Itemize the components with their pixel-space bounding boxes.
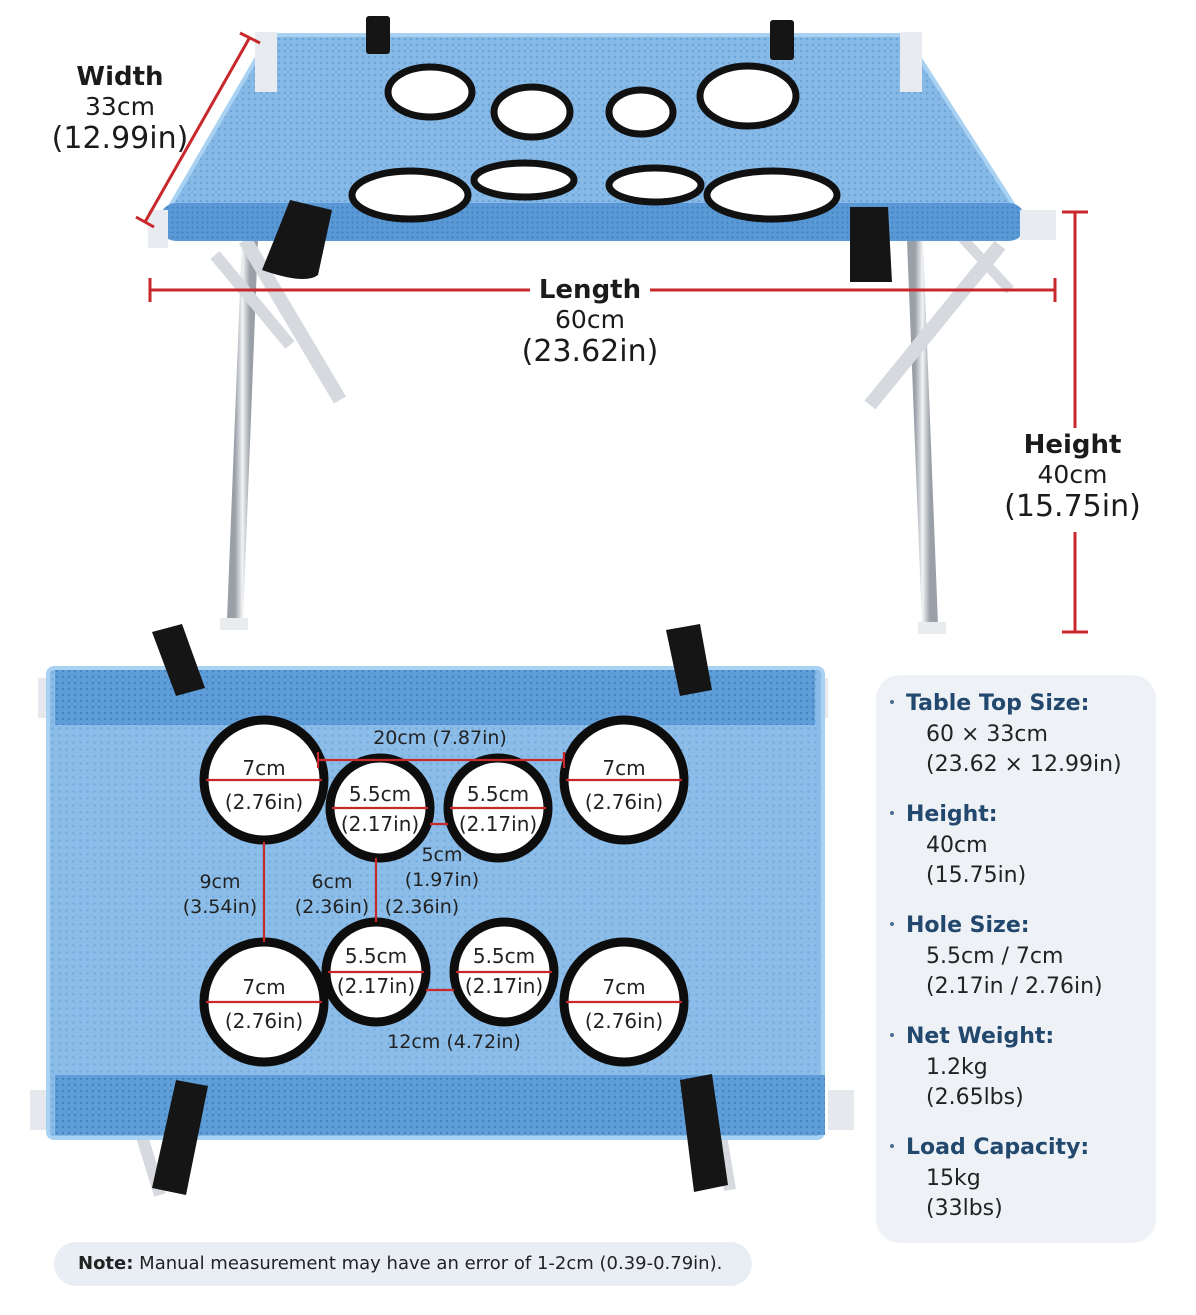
width-label: Width: [76, 62, 164, 92]
vertical-large-label: 9cm (3.54in): [182, 871, 258, 918]
height-in: (15.75in): [1004, 489, 1141, 524]
width-in: (12.99in): [51, 121, 189, 156]
note-label: Note:: [78, 1253, 134, 1274]
note-text: Manual measurement may have an error of …: [133, 1253, 723, 1274]
height-label: Height: [1023, 430, 1122, 460]
measurement-note: Note: Manual measurement may have an err…: [54, 1242, 752, 1286]
top-span-label: 20cm (7.87in): [373, 727, 507, 749]
top-view-straps: [152, 624, 728, 1195]
hole-measurement-lines: [206, 752, 682, 1004]
hole-label-large: 7cm (2.76in): [224, 756, 304, 814]
hole-label-large: 7cm (2.76in): [584, 756, 664, 814]
table-top-view-illustration: [30, 624, 854, 1197]
bullet-icon: [890, 1143, 894, 1148]
hole-label-small: 5.5cm (2.17in): [458, 782, 538, 836]
bullet-icon: [890, 699, 894, 704]
spec-table-top-size: Table Top Size: 60 × 33cm (23.62 × 12.99…: [888, 691, 1122, 780]
length-label: Length: [538, 275, 642, 305]
spec-height: Height: 40cm (15.75in): [888, 802, 1026, 891]
spec-load-capacity: Load Capacity: 15kg (33lbs): [888, 1135, 1089, 1224]
dimension-lines: [135, 31, 1088, 634]
spec-hole-size: Hole Size: 5.5cm / 7cm (2.17in / 2.76in): [888, 913, 1103, 1002]
bullet-icon: [890, 921, 894, 926]
length-in: (23.62in): [521, 334, 659, 369]
hole-label-small: 5.5cm (2.17in): [464, 944, 544, 998]
perspective-holes: [348, 62, 841, 223]
table-perspective-illustration: [135, 16, 1088, 634]
hole-label-large: 7cm (2.76in): [584, 975, 664, 1033]
bullet-icon: [890, 1032, 894, 1037]
length-dimension: Length 60cm (23.62in): [500, 275, 680, 369]
hole-label-small: 5.5cm (2.17in): [336, 944, 416, 998]
width-dimension: Width 33cm (12.99in): [45, 62, 195, 156]
vertical-small-label: 6cm (2.36in): [294, 871, 370, 918]
spec-net-weight: Net Weight: 1.2kg (2.65lbs): [888, 1024, 1054, 1113]
length-cm: 60cm: [555, 305, 625, 334]
bullet-icon: [890, 810, 894, 815]
height-cm: 40cm: [1037, 460, 1108, 489]
perspective-straps: [262, 16, 892, 282]
hole-label-large: 7cm (2.76in): [224, 975, 304, 1033]
spec-panel: Table Top Size: 60 × 33cm (23.62 × 12.99…: [876, 675, 1156, 1243]
bottom-span-label: 12cm (4.72in): [387, 1031, 521, 1053]
width-cm: 33cm: [85, 92, 155, 121]
height-dimension: Height 40cm (15.75in): [995, 430, 1150, 524]
vertical-small-label-2: (2.36in): [384, 896, 460, 918]
hole-label-small: 5.5cm (2.17in): [340, 782, 420, 836]
gap-small-label: 5cm (1.97in): [404, 844, 480, 891]
